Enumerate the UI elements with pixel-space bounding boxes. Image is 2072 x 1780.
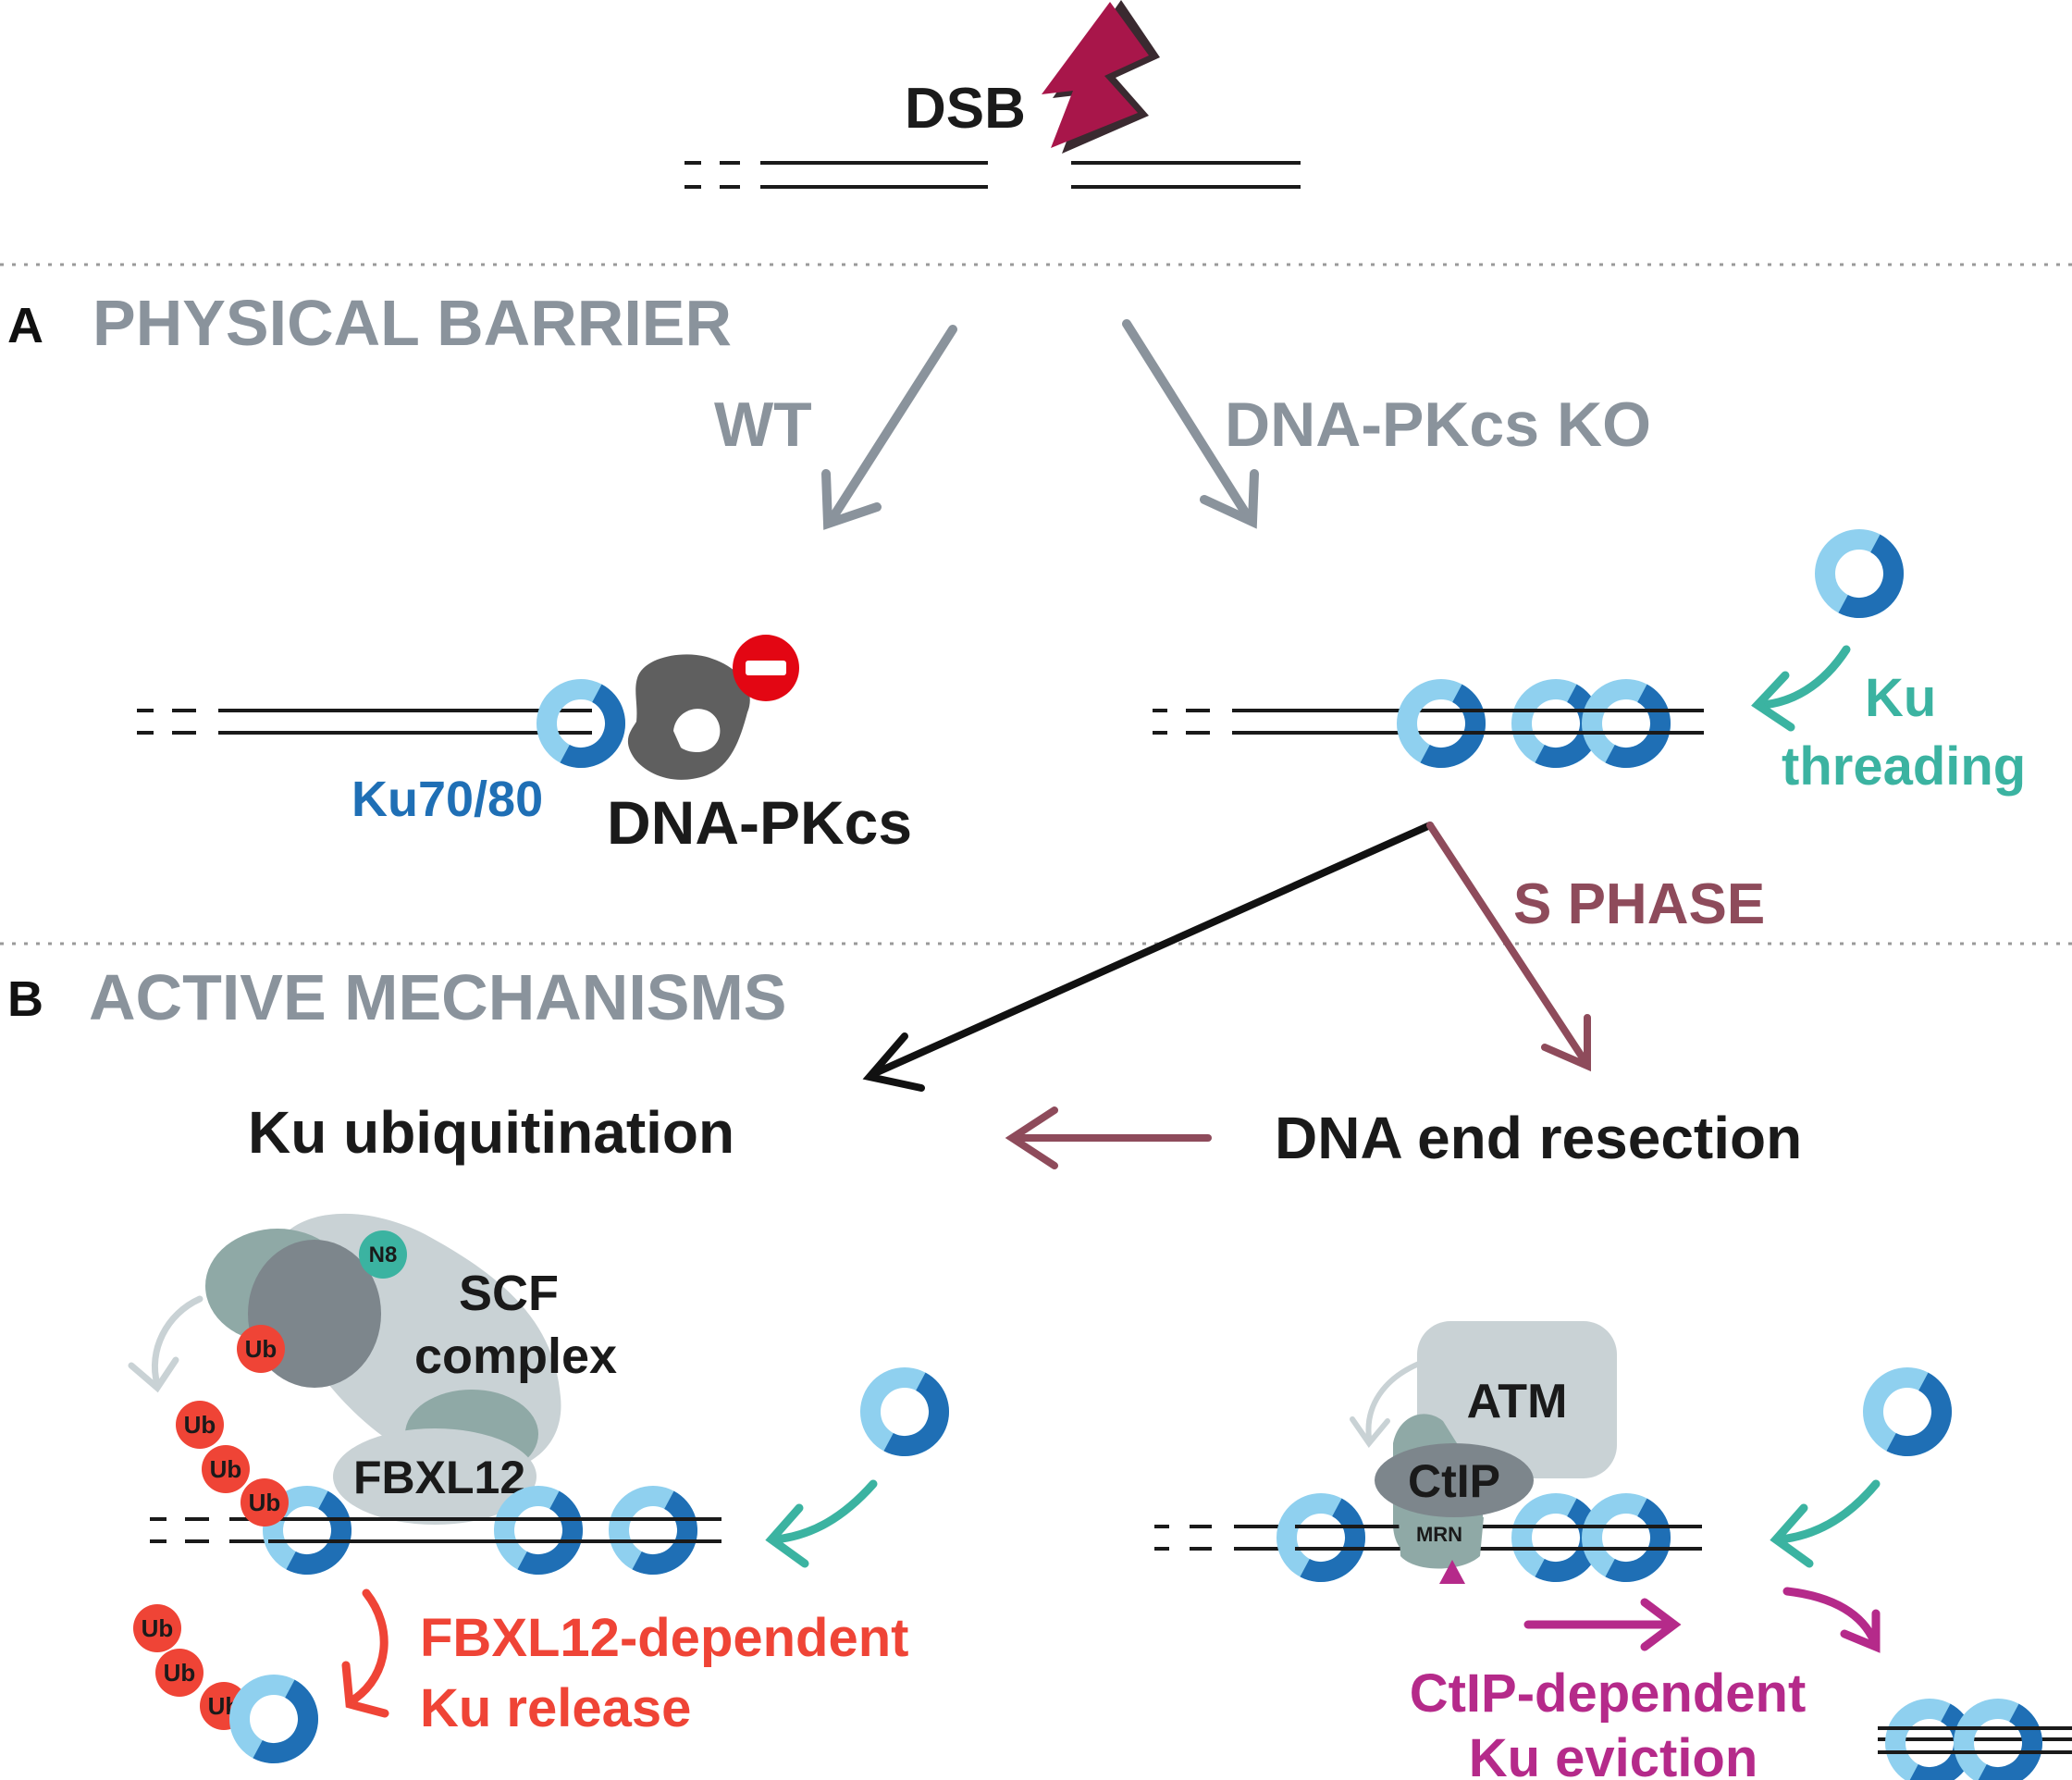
ub-chain-on-ku: Ub Ub Ub [176,1401,289,1527]
fbxl12-release-label-2: Ku release [420,1678,691,1738]
ku-ring-free-right [1873,1378,1954,1458]
cleavage-marker-icon [1439,1560,1465,1584]
ku-ring-evicted-2 [1964,1709,2044,1780]
dna-over-evicted-rings [1878,1726,2072,1754]
panel-a-letter: A [7,298,43,353]
active-mechanisms-heading: ACTIVE MECHANISMS [89,961,786,1033]
ku-ring-right-3 [1592,1503,1672,1584]
panel-b-letter: B [7,971,43,1027]
ku7080-ring [547,689,627,770]
ku-ring-threaded-1 [1407,689,1487,770]
fbxl12-label: FBXL12 [353,1452,525,1503]
s-phase-label: S PHASE [1513,872,1765,936]
ku-threading-label-1: Ku [1865,668,1936,728]
ctip-shape [1375,1443,1534,1517]
n8-label: N8 [369,1242,398,1267]
inhibition-icon [733,635,799,701]
scf-label-1: SCF [459,1266,559,1321]
eviction-arrow-straight [1523,1598,1682,1651]
ctip-label: CtIP [1408,1455,1500,1507]
mrn-label: MRN [1416,1523,1462,1546]
physical-barrier-heading: PHYSICAL BARRIER [92,287,732,359]
dnapkcs-label: DNA-PKcs [607,788,912,857]
dna-lines-over-rings [1424,709,1704,735]
ku7080-label: Ku70/80 [352,772,543,827]
ctip-eviction-label-2: Ku eviction [1469,1728,1758,1780]
ku-loading-arrow-right [1770,1479,1881,1568]
ku-threading-arrow [1751,645,1851,732]
ctip-eviction-label-1: CtIP-dependent [1410,1663,1807,1724]
scf-label-2: complex [414,1329,617,1384]
lightning-bolt-icon [1042,0,1160,154]
atm-shape: ATM [1417,1321,1617,1478]
ub-label: Ub [249,1489,281,1516]
arrow-to-ku-ubiquitination [862,822,1434,1092]
dsb-dna-break [684,161,1301,189]
ub-transfer-arrow [128,1295,204,1393]
resection-to-ubiquitination-arrow [1005,1106,1212,1169]
eviction-arrow-curved [1782,1587,1881,1653]
ub-label: Ub [164,1659,196,1687]
wt-label: WT [714,389,812,460]
n8-badge: N8 [359,1230,407,1279]
ko-dna [1153,709,1704,735]
dnapkcs-ko-arrow [1122,319,1259,529]
dna-over-right-rings [1295,1525,1702,1551]
ku-release-arrow [341,1588,389,1718]
ku-ring-left-2 [504,1496,585,1576]
ub-label: Ub [184,1411,216,1439]
ku-ring-free [1825,539,1906,620]
ku-ring-left-3 [619,1496,699,1576]
fbxl12-release-label-1: FBXL12-dependent [420,1608,909,1668]
wt-dna [137,709,592,735]
dna-over-left-rings [268,1517,722,1543]
s-phase-arrow [1426,822,1591,1072]
ku-ubiquitination-label: Ku ubiquitination [248,1099,734,1166]
mrn-lower [1399,1517,1484,1569]
ub-on-scf: Ub [237,1325,285,1373]
dna-end-resection-label: DNA end resection [1275,1105,1802,1171]
dnapkcs-ko-label: DNA-PKcs KO [1225,389,1651,460]
ku-threading-label-2: threading [1782,736,2026,797]
ku-loading-arrow-left [765,1479,878,1568]
ub-label: Ub [245,1335,278,1363]
ub-label: Ub [210,1455,242,1483]
ub-label: Ub [142,1614,174,1642]
ku-ring-released [240,1685,320,1765]
wt-arrow [821,325,957,530]
dsb-label: DSB [905,77,1026,141]
ku-ring-free-left [870,1378,951,1458]
scf-complex [205,1213,561,1525]
atm-autophos-arrow [1350,1361,1422,1448]
ku-ring-threaded-3 [1592,689,1672,770]
atm-label: ATM [1467,1375,1568,1428]
dnapkcs-shape [627,654,750,780]
ku-ring-right-1 [1287,1503,1367,1584]
